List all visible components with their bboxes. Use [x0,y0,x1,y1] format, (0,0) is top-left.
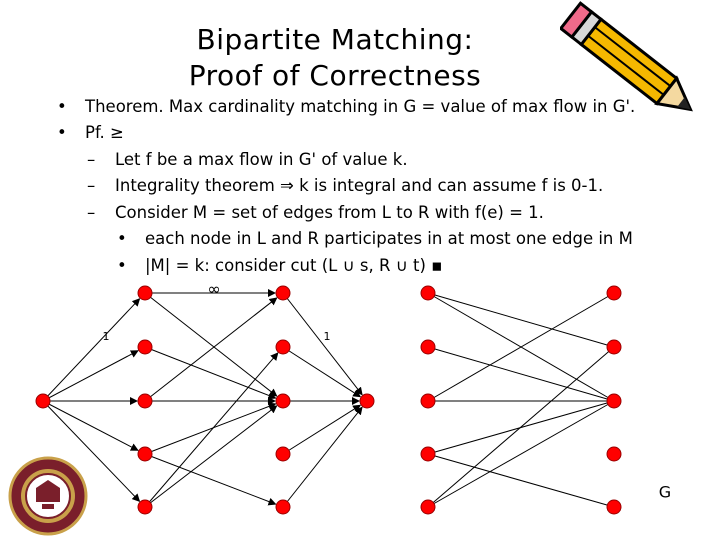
g-right-node-1 [607,286,621,300]
right-node-5 [276,500,290,514]
graph-edge [428,347,614,401]
sink-edge [283,347,360,397]
infinity-label: ∞ [207,280,220,299]
left-node-3 [138,394,152,408]
flow-edge [145,353,278,507]
source-edge [43,401,138,450]
source-node [36,394,50,408]
g-left-node-1 [421,286,435,300]
capacity-label-left: 1 [103,330,110,343]
source-edge [43,299,140,401]
graph-right-caption: G [659,483,671,502]
g-right-node-2 [607,340,621,354]
graph-edge [428,401,614,507]
sink-edge [283,407,362,507]
left-node-2 [138,340,152,354]
right-node-4 [276,447,290,461]
right-node-2 [276,340,290,354]
g-left-node-2 [421,340,435,354]
fsu-seal-icon [6,454,92,540]
flow-edge [145,347,276,398]
left-node-1 [138,286,152,300]
flow-edge [145,406,277,507]
graph-edge [428,347,614,507]
sink-edge [283,293,362,395]
left-node-4 [138,447,152,461]
g-right-node-3 [607,394,621,408]
graph-edge [428,293,614,347]
source-edge [43,351,138,401]
right-node-1 [276,286,290,300]
graph-edge [428,454,614,507]
flow-edge [145,298,277,401]
g-left-node-4 [421,447,435,461]
flow-edge [145,293,277,396]
g-right-node-4 [607,447,621,461]
flow-edge [145,454,276,504]
g-left-node-3 [421,394,435,408]
sink-edge [283,405,360,454]
sink-node [360,394,374,408]
g-left-node-5 [421,500,435,514]
capacity-label-right: 1 [324,330,331,343]
flow-edge [145,404,276,454]
g-right-node-5 [607,500,621,514]
left-node-5 [138,500,152,514]
right-node-3 [276,394,290,408]
